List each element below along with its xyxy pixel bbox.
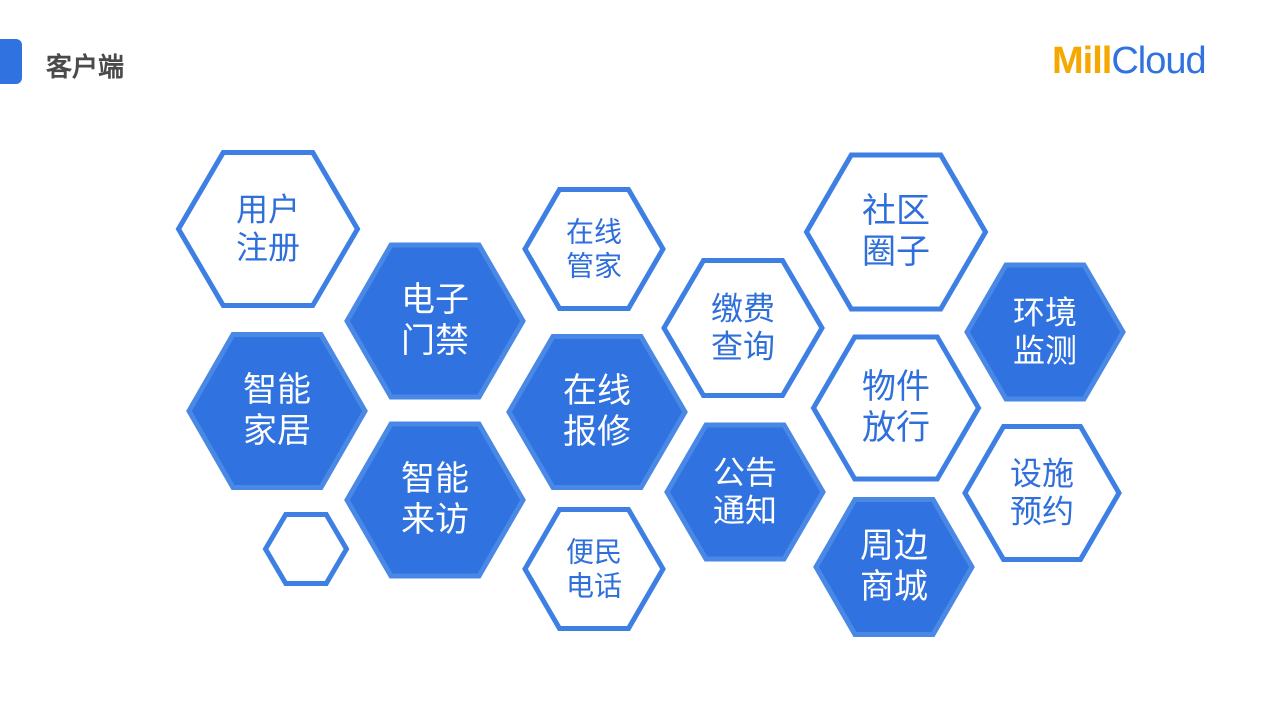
hexagon-label: 缴费 查询 <box>710 289 776 366</box>
hexagon-label: 社区 圈子 <box>862 191 930 272</box>
hexagon-user-register[interactable] <box>175 150 361 308</box>
hexagon-smart-visit[interactable] <box>344 421 526 579</box>
millcloud-logo: MillCloud <box>1052 40 1207 83</box>
hexagon-label: 在线 报修 <box>563 371 631 452</box>
hexagon-online-repair[interactable] <box>506 334 688 490</box>
hexagon-label: 物件 放行 <box>862 367 930 448</box>
header-accent-bar <box>0 39 22 84</box>
hexagon-fee-query[interactable] <box>661 258 825 398</box>
logo-part-mill: Mill <box>1052 40 1112 82</box>
hexagon-label: 周边 商城 <box>860 526 928 607</box>
hexagon-announcement[interactable] <box>664 422 826 562</box>
hexagon-decorative-small <box>262 512 350 586</box>
hexagon-label: 设施 预约 <box>1009 454 1075 531</box>
logo-part-cloud: Cloud <box>1111 40 1206 82</box>
hexagon-item-release[interactable] <box>810 334 982 482</box>
hexagon-facility-booking[interactable] <box>962 424 1122 562</box>
hexagon-label: 电子 门禁 <box>401 280 469 361</box>
hexagon-smart-home[interactable] <box>186 332 368 490</box>
page-title: 客户端 <box>46 53 125 83</box>
hexagon-online-steward[interactable] <box>522 187 666 311</box>
hexagon-environment-monitor[interactable] <box>964 262 1126 402</box>
hexagon-label: 在线 管家 <box>565 215 623 282</box>
hexagon-label: 智能 家居 <box>243 370 311 451</box>
hexagon-community-circle[interactable] <box>803 152 989 312</box>
hexagon-nearby-mall[interactable] <box>813 497 975 637</box>
hexagon-label: 公告 通知 <box>712 453 778 530</box>
hexagon-access-control[interactable] <box>344 242 526 400</box>
hexagon-label: 用户 注册 <box>235 190 301 267</box>
hexagon-convenience-phone[interactable] <box>522 507 666 631</box>
hexagon-label: 智能 来访 <box>401 459 469 540</box>
hexagon-label: 便民 电话 <box>565 535 623 602</box>
hexagon-label: 环境 监测 <box>1012 293 1078 370</box>
